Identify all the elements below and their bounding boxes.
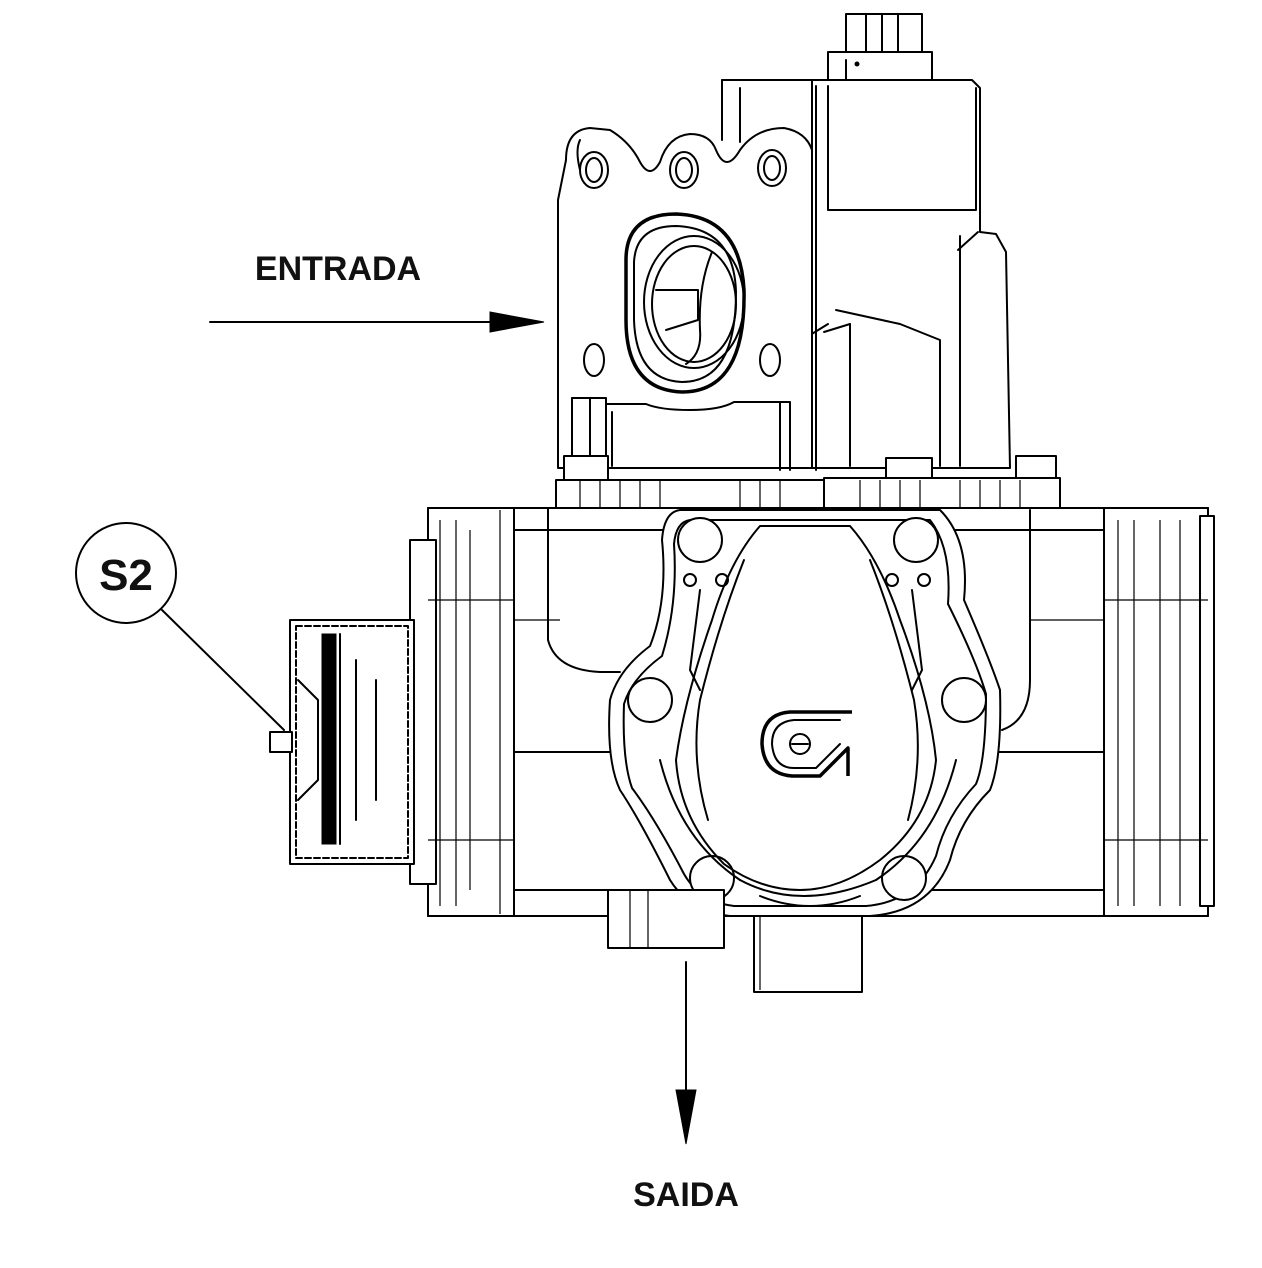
callout-leader <box>161 609 285 731</box>
mounting-plate <box>555 455 1061 511</box>
regulator-cover <box>608 509 1002 917</box>
top-connector <box>827 13 933 87</box>
inlet-label: ENTRADA <box>255 250 421 288</box>
coil-housing <box>721 79 1011 471</box>
s2-test-point <box>269 619 415 865</box>
outlet-label: SAIDA <box>633 1176 739 1214</box>
inlet-arrow-group: ENTRADA <box>209 250 545 333</box>
outlet-arrowhead <box>675 1089 697 1145</box>
outlet-arrow-group: SAIDA <box>633 961 739 1214</box>
outlet-spigot <box>607 889 863 993</box>
callout-circle <box>75 522 177 624</box>
s2-callout: S2 <box>75 522 285 731</box>
inlet-arrowhead <box>489 311 545 333</box>
inlet-flange <box>557 127 813 471</box>
s2-label: S2 <box>99 551 153 600</box>
